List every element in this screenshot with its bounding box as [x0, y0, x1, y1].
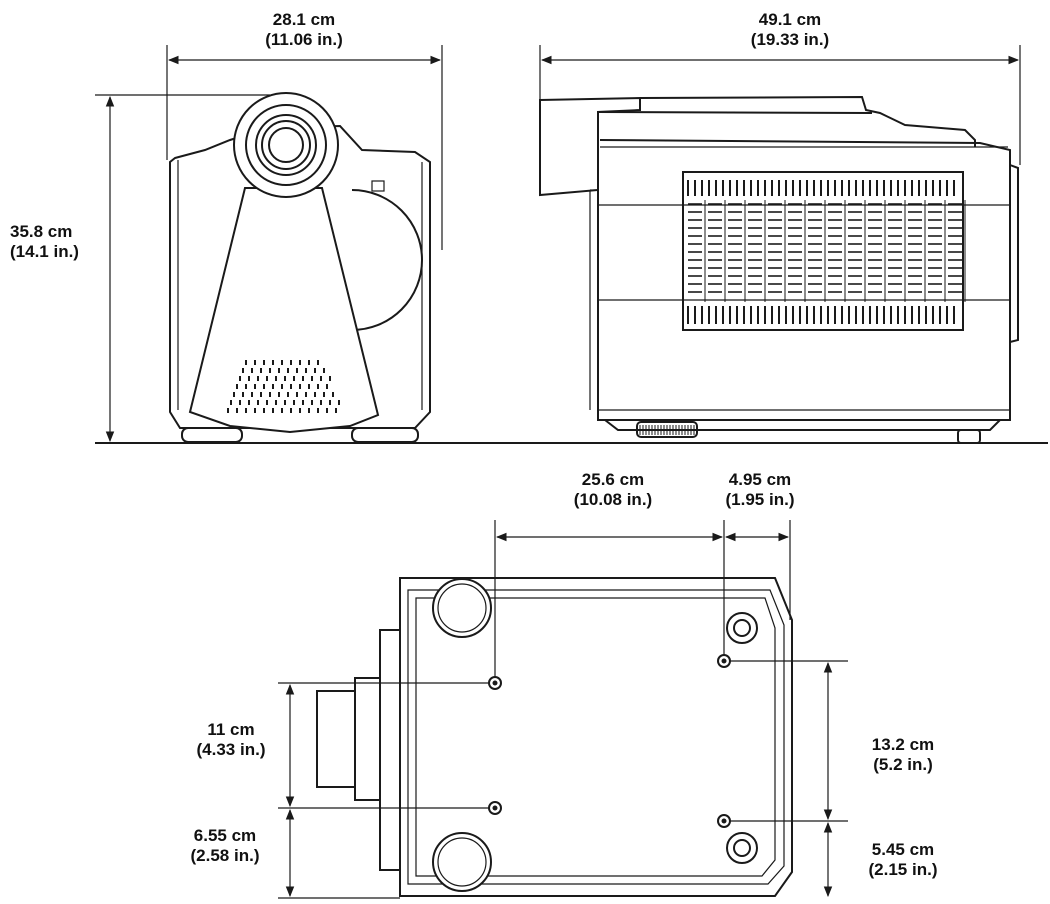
- rear-hole-offset-imperial: (2.15 in.): [868, 860, 938, 879]
- front-width-imperial: (11.06 in.): [265, 30, 343, 49]
- rear-offset-imperial: (1.95 in.): [725, 490, 795, 509]
- front-vent-grille: [227, 360, 340, 413]
- side-vent-grille: [687, 180, 966, 324]
- rear-offset-label: 4.95 cm (1.95 in.): [710, 470, 810, 510]
- front-width-metric: 28.1 cm: [272, 10, 336, 29]
- front-view: [169, 92, 431, 443]
- front-height-imperial: (14.1 in.): [10, 242, 79, 261]
- front-hole-offset-metric: 6.55 cm: [193, 826, 257, 845]
- rear-hole-spacing-imperial: (5.2 in.): [873, 755, 933, 774]
- bottom-view: [316, 577, 793, 897]
- side-depth-imperial: (19.33 in.): [750, 30, 830, 49]
- front-hole-spacing-label: 11 cm (4.33 in.): [186, 720, 276, 760]
- side-depth-metric: 49.1 cm: [758, 10, 822, 29]
- front-hole-offset-label: 6.55 cm (2.58 in.): [170, 826, 280, 866]
- rear-offset-metric: 4.95 cm: [728, 470, 792, 489]
- foot-spacing-label: 25.6 cm (10.08 in.): [548, 470, 678, 510]
- front-hole-offset-imperial: (2.58 in.): [190, 846, 260, 865]
- front-height-label: 35.8 cm (14.1 in.): [10, 222, 79, 262]
- front-hole-spacing-metric: 11 cm: [207, 720, 255, 739]
- foot-spacing-imperial: (10.08 in.): [573, 490, 653, 509]
- front-height-metric: 35.8 cm: [10, 222, 73, 241]
- rear-hole-spacing-metric: 13.2 cm: [871, 735, 935, 754]
- rear-hole-spacing-label: 13.2 cm (5.2 in.): [848, 735, 958, 775]
- rear-hole-offset-label: 5.45 cm (2.15 in.): [848, 840, 958, 880]
- side-depth-label: 49.1 cm (19.33 in.): [720, 10, 860, 50]
- foot-spacing-metric: 25.6 cm: [581, 470, 645, 489]
- side-view: [539, 95, 1019, 444]
- front-hole-spacing-imperial: (4.33 in.): [196, 740, 266, 759]
- rear-hole-offset-metric: 5.45 cm: [871, 840, 935, 859]
- front-width-label: 28.1 cm (11.06 in.): [244, 10, 364, 50]
